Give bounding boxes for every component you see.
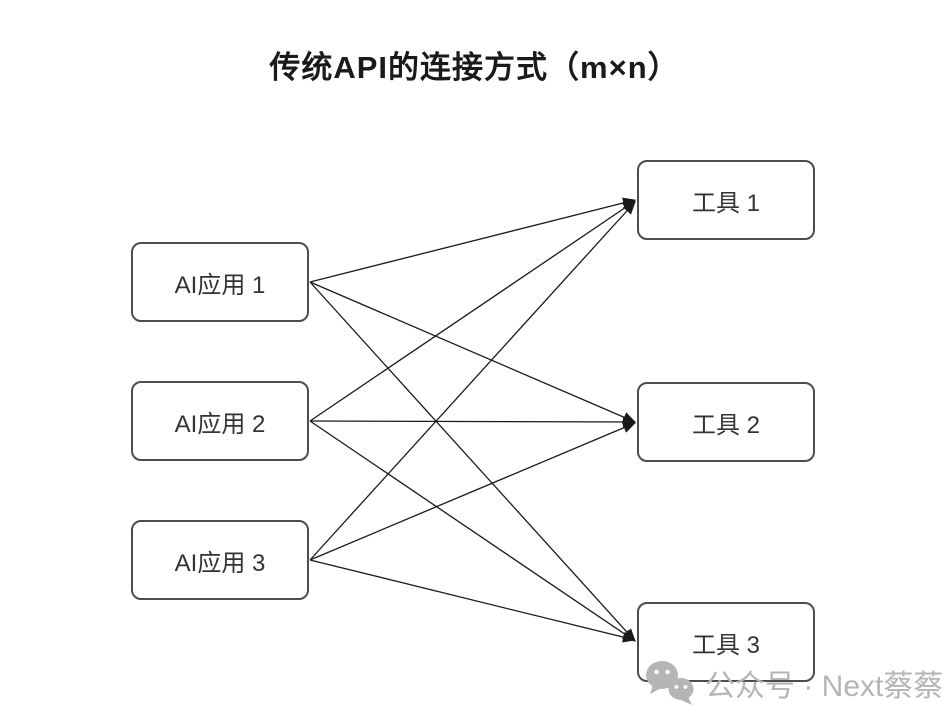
- edge-app2-tool1: [309, 200, 636, 422]
- node-label: 工具 2: [691, 411, 760, 439]
- node-label: 工具 3: [691, 631, 760, 659]
- node-tool-1: 工具 1: [637, 160, 815, 240]
- edge-app3-tool3: [309, 559, 636, 643]
- watermark: 公众号 · Next蔡蔡: [643, 658, 943, 708]
- node-label: AI应用 2: [174, 410, 266, 438]
- node-tool-2: 工具 2: [637, 382, 815, 462]
- edge-app1-tool3: [309, 281, 636, 642]
- edge-app3-tool2: [309, 422, 636, 561]
- node-ai-app-3: AI应用 3: [131, 520, 309, 600]
- node-label: AI应用 1: [174, 271, 266, 299]
- wechat-icon: [646, 661, 694, 705]
- edge-app3-tool1: [309, 201, 636, 561]
- edge-app1-tool1: [309, 197, 636, 283]
- watermark-text: 公众号 · Next蔡蔡: [705, 670, 944, 703]
- edge-app2-tool2: [309, 416, 636, 428]
- diagram-title: 传统API的连接方式（m×n）: [269, 50, 680, 85]
- edge-app1-tool2: [309, 281, 636, 423]
- node-ai-app-1: AI应用 1: [131, 242, 309, 322]
- edge-app2-tool3: [309, 420, 636, 642]
- node-label: AI应用 3: [174, 549, 266, 577]
- node-label: 工具 1: [691, 189, 760, 217]
- node-ai-app-2: AI应用 2: [131, 381, 309, 461]
